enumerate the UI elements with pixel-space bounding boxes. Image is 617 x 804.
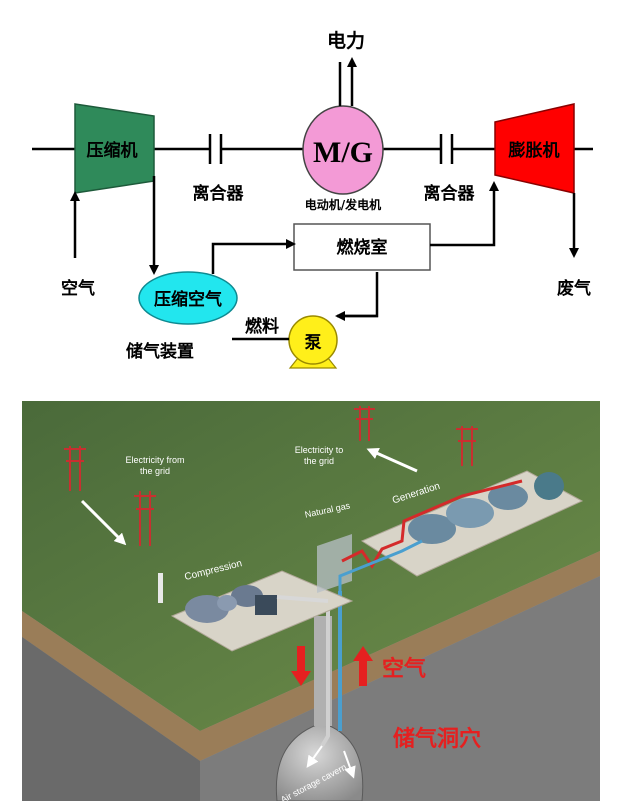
fuel-label: 燃料 (245, 316, 279, 337)
gray-pipe (320, 601, 330, 748)
exhaust-label: 废气 (557, 278, 591, 299)
air-in-label: 空气 (61, 278, 95, 299)
air-down-arrow (291, 646, 311, 686)
rock-shading (22, 637, 200, 801)
storage-to-combustor-arrow (211, 239, 296, 274)
soil-layer (22, 551, 600, 761)
air-label: 空气 (382, 656, 426, 682)
cavern-label: 储气洞穴 (393, 726, 481, 752)
air-up-arrow (353, 646, 373, 686)
grid-in-arrow (80, 499, 127, 546)
motor-generator-circle (302, 105, 384, 195)
grass-surface (22, 401, 600, 731)
recuperator-box (317, 534, 352, 593)
electricity-to-grid-label-line2: the grid (304, 456, 334, 466)
combustor-label: 燃烧室 (337, 237, 388, 258)
caes-schematic: 压缩机 M/G 膨胀机 电力 离合器 电动机/发电机 离合器 燃烧室 空气 废气… (32, 29, 593, 369)
storage-ellipse (138, 271, 238, 325)
clutch-right-symbol (439, 134, 454, 164)
cavern-air-arrow-1 (306, 745, 323, 768)
stack (158, 573, 163, 603)
pylon-right (456, 426, 478, 466)
cavern-air-arrow-2 (343, 750, 356, 779)
compressor-machinery (185, 585, 277, 623)
combustor-box (293, 223, 431, 271)
caes-plant-illustration: Electricity from the grid Electricity to… (22, 401, 600, 801)
motor-generator-label: M/G (313, 136, 373, 169)
pump-label: 泵 (305, 333, 322, 353)
compressed-air-label: 压缩空气 (154, 289, 222, 310)
cold-supply-pipe (338, 539, 423, 591)
pump-symbol (288, 315, 338, 369)
compression-pipe (276, 595, 329, 603)
clutch-right-label: 离合器 (424, 183, 476, 204)
pylon-middle-left (134, 491, 156, 546)
electricity-from-grid-label-line2: the grid (140, 466, 170, 476)
pylon-top (354, 406, 375, 441)
storage-device-label: 储气装置 (126, 341, 194, 362)
combustor-to-expander-arrow (430, 181, 499, 247)
hot-pipe (341, 479, 523, 569)
generator-machinery (408, 472, 564, 544)
power-label: 电力 (327, 29, 365, 52)
compressor-label: 压缩机 (87, 140, 138, 161)
expander-label: 膨胀机 (509, 140, 560, 161)
pylon-left (64, 446, 86, 491)
grid-out-arrow (366, 447, 418, 473)
electricity-from-grid-label-line1: Electricity from (125, 455, 184, 465)
pump-to-combustor-line (337, 272, 379, 318)
electricity-to-grid-label-line1: Electricity to (295, 445, 344, 455)
motor-generator-caption: 电动机/发电机 (305, 197, 381, 212)
clutch-left-symbol (208, 134, 223, 164)
clutch-left-label: 离合器 (193, 183, 245, 204)
